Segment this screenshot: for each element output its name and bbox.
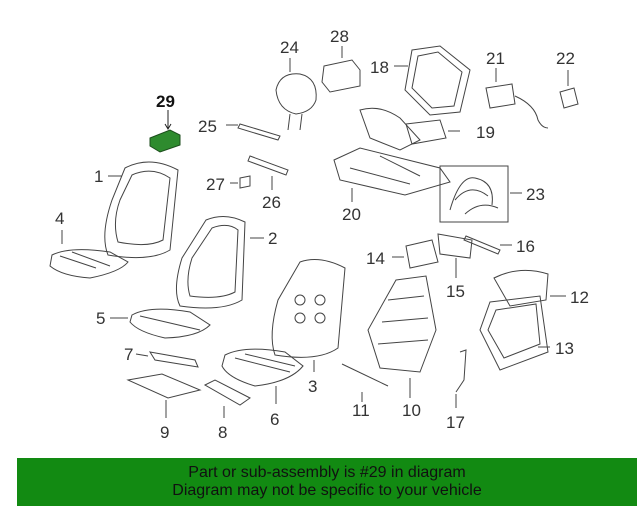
- part-6-cushion-frame[interactable]: [221, 348, 304, 404]
- banner-line-1: Part or sub-assembly is #29 in diagram: [188, 464, 466, 481]
- callout-20: 20: [342, 205, 361, 224]
- callout-19: 19: [476, 123, 495, 142]
- part-12-upper-cover[interactable]: [493, 269, 566, 307]
- callout-25: 25: [198, 117, 217, 136]
- callout-15: 15: [446, 282, 465, 301]
- part-17-latch[interactable]: [455, 349, 467, 408]
- part-1-backrest-cover[interactable]: [104, 161, 179, 259]
- part-8-trim[interactable]: [203, 379, 251, 418]
- part-18-back-panel[interactable]: [394, 45, 471, 116]
- callout-11: 11: [352, 401, 370, 420]
- part-22-connector[interactable]: [559, 70, 579, 109]
- callout-27: 27: [206, 175, 225, 194]
- callout-18: 18: [370, 58, 389, 77]
- callout-28: 28: [330, 27, 349, 46]
- part-27-clip[interactable]: [230, 175, 251, 189]
- part-26-guide[interactable]: [247, 155, 289, 190]
- part-3-backrest[interactable]: [271, 259, 346, 372]
- callout-14: 14: [366, 249, 385, 268]
- callout-4: 4: [55, 209, 64, 228]
- part-23-wiring[interactable]: [439, 165, 522, 223]
- part-28-cover[interactable]: [321, 46, 361, 93]
- part-25-bracket[interactable]: [226, 123, 281, 141]
- callout-13: 13: [555, 339, 574, 358]
- callout-2: 2: [268, 229, 277, 248]
- part-29-highlighted[interactable]: [149, 110, 181, 153]
- part-21-harness[interactable]: [485, 68, 549, 129]
- part-10-backrest-frame[interactable]: [367, 275, 437, 398]
- part-16[interactable]: [463, 235, 512, 255]
- part-9-panel[interactable]: [126, 373, 202, 418]
- callout-9: 9: [160, 423, 169, 442]
- part-14[interactable]: [392, 239, 439, 269]
- info-banner: Part or sub-assembly is #29 in diagram D…: [17, 458, 637, 506]
- callout-29: 29: [156, 92, 175, 111]
- part-2-backrest-foam[interactable]: [176, 216, 264, 309]
- part-19-module[interactable]: [405, 119, 460, 145]
- callout-21: 21: [486, 49, 505, 68]
- callout-23: 23: [526, 185, 545, 204]
- part-4-cushion[interactable]: [49, 230, 129, 279]
- callout-8: 8: [218, 423, 227, 442]
- part-13-back-cover[interactable]: [479, 295, 550, 371]
- part-15[interactable]: [437, 233, 473, 278]
- callout-22: 22: [556, 49, 575, 68]
- callout-12: 12: [570, 288, 589, 307]
- part-11-rod[interactable]: [341, 363, 389, 402]
- callout-6: 6: [270, 410, 279, 429]
- part-20-seat-mat[interactable]: [333, 107, 451, 202]
- callout-3: 3: [308, 377, 317, 396]
- callout-26: 26: [262, 193, 281, 212]
- callout-24: 24: [280, 38, 299, 57]
- callout-17: 17: [446, 413, 465, 432]
- callout-1: 1: [94, 167, 103, 186]
- part-5-pad[interactable]: [110, 308, 211, 339]
- part-24-headrest[interactable]: [275, 58, 317, 131]
- part-7-strip[interactable]: [135, 351, 199, 368]
- banner-line-2: Diagram may not be specific to your vehi…: [172, 482, 482, 499]
- callout-7: 7: [124, 345, 133, 364]
- callout-5: 5: [96, 309, 105, 328]
- callout-10: 10: [402, 401, 421, 420]
- callout-16: 16: [516, 237, 535, 256]
